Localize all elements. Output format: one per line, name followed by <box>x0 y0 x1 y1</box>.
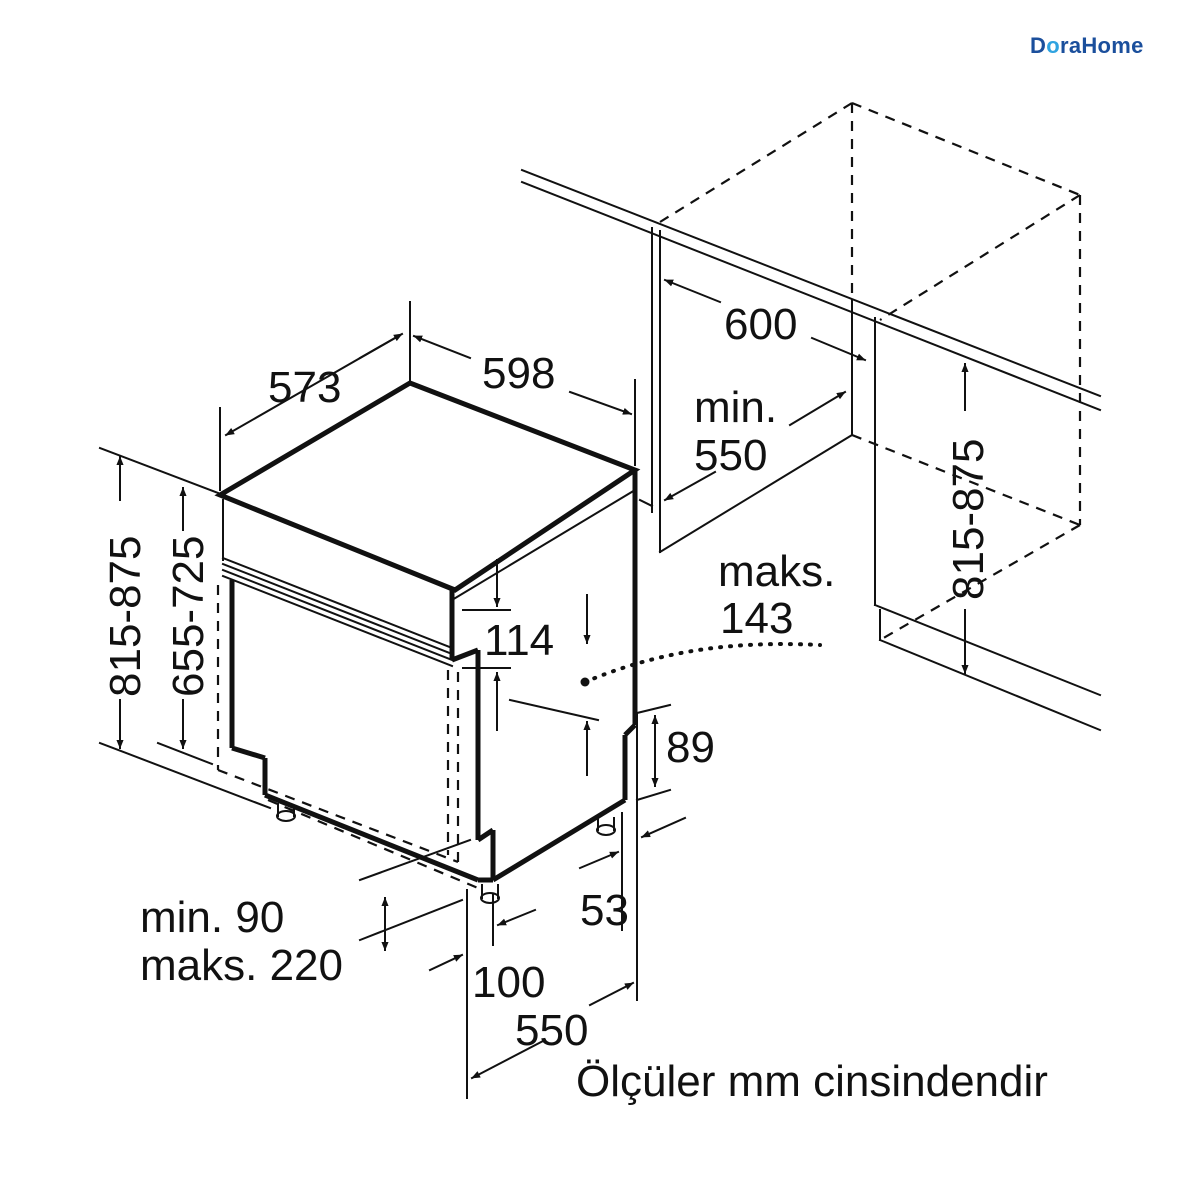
niche-cabinet-right <box>851 299 1102 732</box>
feet <box>276 803 616 904</box>
label-height-body: 655-725 <box>164 536 213 697</box>
label-panel-height: 114 <box>484 616 554 665</box>
label-niche-height: 815-875 <box>944 439 993 600</box>
label-niche-width: 600 <box>724 300 797 349</box>
dishwasher-body <box>214 380 641 883</box>
extension-lines <box>98 301 672 1099</box>
countertop <box>520 168 1102 412</box>
label-max: maks. <box>718 547 835 596</box>
niche-cabinet-left <box>638 227 854 554</box>
label-width-top: 598 <box>482 349 555 398</box>
door-dashed-outline <box>216 585 479 890</box>
spray-dotted-leader <box>580 642 822 687</box>
label-max-value: 143 <box>720 594 793 643</box>
footnote-units: Ölçüler mm cinsindendir <box>576 1057 1048 1106</box>
label-depth-bottom: 550 <box>515 1006 588 1055</box>
label-foot-offset: 100 <box>472 958 545 1007</box>
brand-logo: DoraHome <box>1030 33 1144 58</box>
label-niche-depth-min: min. <box>694 383 777 432</box>
label-foot-max: maks. 220 <box>140 941 343 990</box>
label-height-total: 815-875 <box>101 536 150 697</box>
dimension-arrows <box>116 278 969 1080</box>
label-foot-min: min. 90 <box>140 893 284 942</box>
label-depth-top: 573 <box>268 363 341 412</box>
label-niche-depth-value: 550 <box>694 431 767 480</box>
niche-dashed-outline <box>659 101 1082 641</box>
control-panel-strips <box>221 488 637 668</box>
label-plinth-depth: 53 <box>580 886 629 935</box>
label-plinth-height: 89 <box>666 723 715 772</box>
